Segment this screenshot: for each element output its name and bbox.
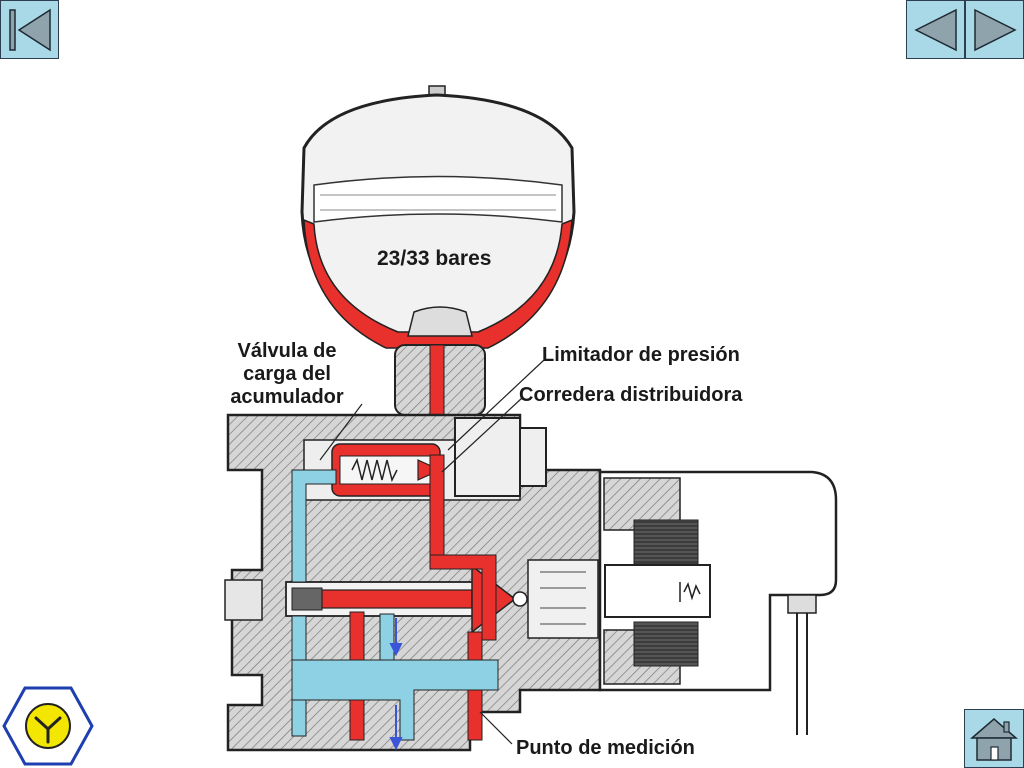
leader-lines [319,359,545,745]
distributor-spool-label: Corredera distribuidora [519,384,743,406]
accumulator-valve-label: Válvula de carga del acumulador [230,340,344,408]
hexagon-emblem-icon [2,686,94,766]
accumulator-pressure-label: 23/33 bares [377,247,492,270]
house-icon [969,717,1019,761]
previous-slide-button[interactable] [906,0,965,59]
flow-arrows [389,618,403,751]
next-slide-button[interactable] [965,0,1024,59]
triangle-right-icon [973,8,1017,51]
skip-to-first-icon [8,8,51,51]
solenoid-housing [598,470,838,735]
first-slide-button[interactable] [0,0,59,59]
accumulator-sphere [300,85,576,349]
measuring-point-label: Punto de medición [516,737,695,759]
pressure-limiter-label: Limitador de presión [542,344,740,366]
triangle-left-icon [913,8,957,51]
pressure-limiter [331,417,547,497]
return-circuit [291,469,499,741]
